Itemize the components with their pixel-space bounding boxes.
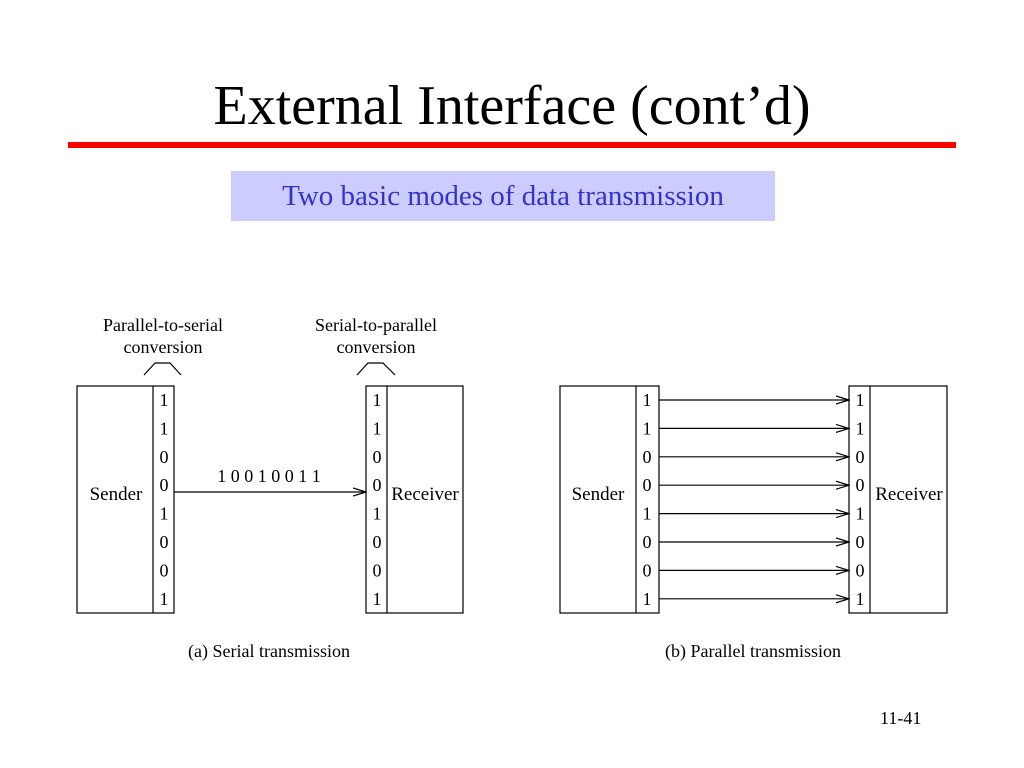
parallel-sender-bit-2: 1 — [643, 418, 652, 438]
serial-receiver-bit-4: 0 — [373, 475, 382, 495]
parallel-receiver-bit-3: 0 — [856, 447, 865, 467]
parallel-receiver-bit-1: 1 — [856, 390, 865, 410]
p2s-bracket — [143, 362, 182, 376]
serial-receiver-bit-3: 0 — [373, 447, 382, 467]
parallel-receiver-label: Receiver — [875, 484, 943, 505]
s2p-bracket — [356, 362, 396, 376]
parallel-sender-bits: 1 1 0 0 1 0 0 1 — [643, 390, 652, 609]
page-number: 11-41 — [880, 708, 922, 728]
serial-receiver-box — [365, 385, 464, 614]
title-rule — [68, 142, 956, 148]
parallel-receiver-bit-2: 1 — [856, 418, 865, 438]
s2p-label-line1: Serial-to-parallel — [315, 315, 437, 335]
serial-receiver-bit-5: 1 — [373, 504, 382, 524]
parallel-sender-bit-3: 0 — [643, 447, 652, 467]
parallel-diagram: Sender 1 1 0 0 1 0 0 1 Receiver 1 1 0 0 1 0 0 1 (b) Pa… — [559, 385, 948, 662]
serial-receiver-bit-7: 0 — [373, 560, 382, 580]
parallel-receiver-box — [848, 385, 948, 614]
parallel-caption: (b) Parallel transmission — [665, 641, 841, 662]
parallel-receiver-bit-8: 1 — [856, 589, 865, 609]
serial-sender-bit-1: 1 — [160, 390, 169, 410]
serial-sender-label: Sender — [90, 484, 143, 505]
serial-diagram: Parallel-to-serial conversion Serial-to-… — [76, 315, 464, 662]
parallel-link-arrows — [659, 400, 849, 599]
slide-title: External Interface (cont’d) — [213, 75, 811, 137]
parallel-receiver-bits: 1 1 0 0 1 0 0 1 — [856, 390, 865, 609]
parallel-receiver-bit-7: 0 — [856, 560, 865, 580]
serial-receiver-label: Receiver — [391, 484, 459, 505]
parallel-sender-box — [559, 385, 660, 614]
serial-receiver-bits: 1 1 0 0 1 0 0 1 — [373, 390, 382, 609]
parallel-sender-bit-1: 1 — [643, 390, 652, 410]
serial-sender-bit-7: 0 — [160, 560, 169, 580]
parallel-receiver-bit-6: 0 — [856, 532, 865, 552]
serial-sender-bit-2: 1 — [160, 418, 169, 438]
parallel-sender-bit-6: 0 — [643, 532, 652, 552]
serial-sender-bits: 1 1 0 0 1 0 0 1 — [160, 390, 169, 609]
parallel-sender-bit-8: 1 — [643, 589, 652, 609]
serial-caption: (a) Serial transmission — [188, 641, 350, 662]
parallel-receiver-bit-5: 1 — [856, 504, 865, 524]
p2s-label-line1: Parallel-to-serial — [103, 315, 223, 335]
parallel-sender-label: Sender — [572, 484, 625, 505]
p2s-label-line2: conversion — [124, 337, 203, 357]
parallel-sender-bit-4: 0 — [643, 475, 652, 495]
parallel-sender-bit-7: 0 — [643, 560, 652, 580]
serial-sender-bit-5: 1 — [160, 504, 169, 524]
serial-receiver-bit-1: 1 — [373, 390, 382, 410]
serial-sender-box — [76, 385, 175, 614]
serial-sender-bit-4: 0 — [160, 475, 169, 495]
serial-sender-bit-3: 0 — [160, 447, 169, 467]
serial-sender-bit-8: 1 — [160, 589, 169, 609]
serial-receiver-bit-2: 1 — [373, 418, 382, 438]
subtitle-text: Two basic modes of data transmission — [282, 179, 724, 212]
subtitle-box: Two basic modes of data transmission — [231, 171, 775, 221]
serial-receiver-bit-8: 1 — [373, 589, 382, 609]
parallel-receiver-bit-4: 0 — [856, 475, 865, 495]
serial-bit-stream: 1 0 0 1 0 0 1 1 — [217, 466, 321, 486]
serial-sender-bit-6: 0 — [160, 532, 169, 552]
parallel-sender-bit-5: 1 — [643, 504, 652, 524]
serial-receiver-bit-6: 0 — [373, 532, 382, 552]
s2p-label-line2: conversion — [337, 337, 416, 357]
